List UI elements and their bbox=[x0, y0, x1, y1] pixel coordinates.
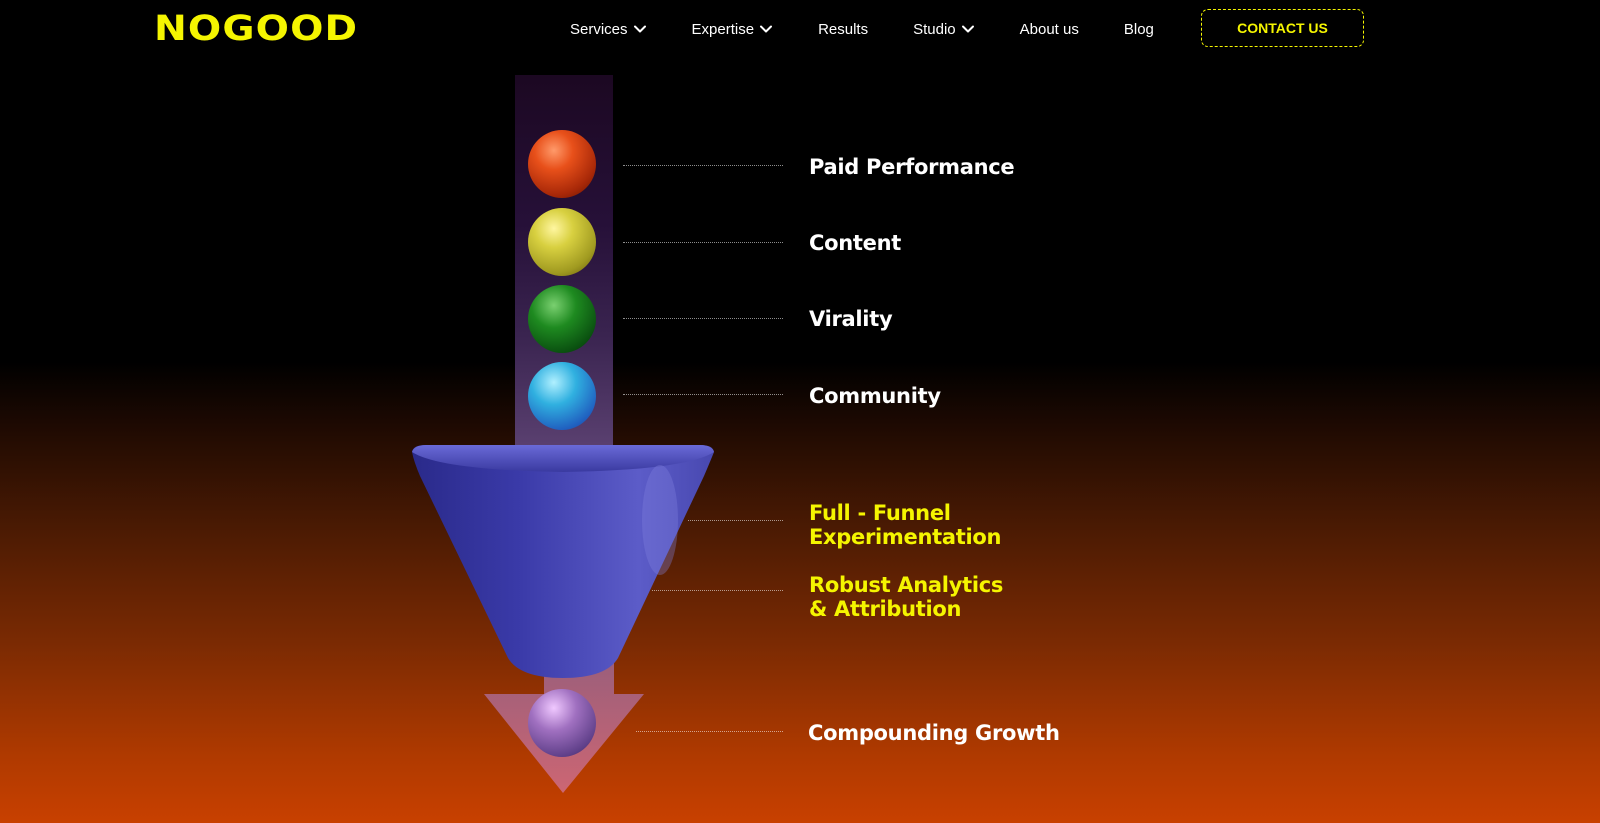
connector-line bbox=[652, 590, 783, 591]
label-content: Content bbox=[809, 231, 901, 255]
connector-line bbox=[636, 731, 783, 732]
connector-line bbox=[688, 520, 783, 521]
chevron-down-icon bbox=[961, 25, 974, 33]
label-full-funnel-experimentation: Full - Funnel Experimentation bbox=[809, 501, 1001, 549]
chevron-down-icon bbox=[760, 25, 773, 33]
contact-us-button[interactable]: CONTACT US bbox=[1201, 9, 1364, 47]
nav-item-label: Expertise bbox=[691, 20, 755, 38]
connector-line bbox=[623, 242, 783, 243]
nav-item-services[interactable]: Services bbox=[570, 21, 647, 38]
nav-item-expertise[interactable]: Expertise bbox=[692, 21, 774, 38]
label-line: Full - Funnel bbox=[809, 501, 951, 525]
label-compounding-growth: Compounding Growth bbox=[808, 721, 1060, 745]
connector-line bbox=[623, 165, 783, 166]
label-virality: Virality bbox=[809, 307, 893, 331]
nav-item-label: Blog bbox=[1123, 20, 1154, 38]
nav-item-studio[interactable]: Studio bbox=[913, 21, 975, 38]
nav-item-label: Results bbox=[818, 20, 869, 38]
label-community: Community bbox=[809, 384, 941, 408]
nav-item-blog[interactable]: Blog bbox=[1124, 21, 1154, 38]
label-line: Experimentation bbox=[809, 525, 1002, 549]
virality-sphere bbox=[528, 285, 596, 353]
top-navigation: NOGOOD Services Expertise Results Studio… bbox=[0, 0, 1600, 58]
nav-item-label: Studio bbox=[913, 20, 956, 38]
connector-line bbox=[623, 394, 783, 395]
content-sphere bbox=[528, 208, 596, 276]
compounding-growth-sphere bbox=[528, 689, 596, 757]
nav-item-about-us[interactable]: About us bbox=[1020, 21, 1079, 38]
connector-line bbox=[623, 318, 783, 319]
paid-performance-sphere bbox=[528, 130, 596, 198]
nav-item-results[interactable]: Results bbox=[818, 21, 868, 38]
funnel-body bbox=[412, 445, 714, 678]
community-sphere bbox=[528, 362, 596, 430]
funnel-highlight bbox=[642, 465, 678, 575]
label-paid-performance: Paid Performance bbox=[809, 155, 1015, 179]
funnel-rim bbox=[412, 445, 714, 472]
label-line: Robust Analytics bbox=[809, 573, 1004, 597]
chevron-down-icon bbox=[633, 25, 646, 33]
nav-item-label: Services bbox=[570, 20, 628, 38]
nav-item-label: About us bbox=[1019, 20, 1079, 38]
label-robust-analytics-attribution: Robust Analytics & Attribution bbox=[809, 573, 1003, 621]
label-line: & Attribution bbox=[809, 597, 962, 621]
nogood-logo[interactable]: NOGOOD bbox=[154, 9, 359, 49]
nav-menu: Services Expertise Results Studio About … bbox=[570, 18, 1199, 40]
